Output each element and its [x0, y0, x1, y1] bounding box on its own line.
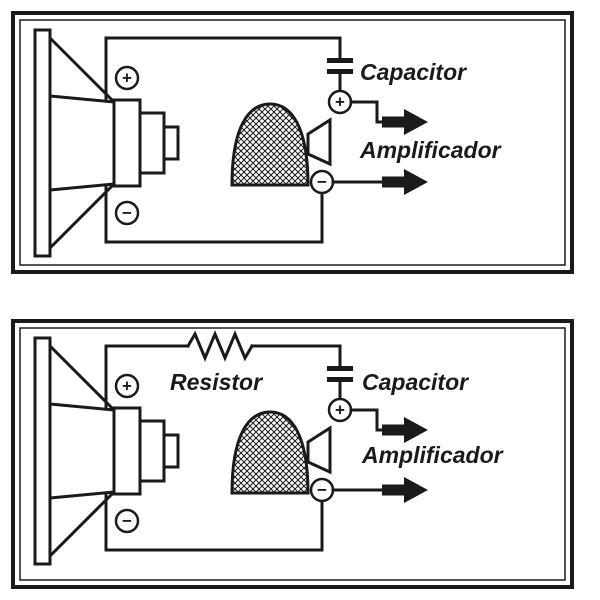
amplifier-arrow-negative-icon	[382, 477, 428, 503]
woofer-magnet-outer	[112, 98, 142, 188]
plus-sign: +	[335, 401, 345, 420]
panel-border-outer	[11, 319, 574, 589]
resistor-label: Resistor	[170, 369, 263, 395]
capacitor-label: Capacitor	[362, 369, 469, 395]
woofer-minus-terminal: −	[114, 200, 140, 226]
woofer-plus-terminal: +	[114, 65, 140, 91]
amplifier-wire-positive	[349, 100, 384, 124]
panel-border-inner	[19, 19, 566, 266]
signal-wire-bottom	[104, 492, 324, 552]
plus-sign: +	[335, 93, 345, 112]
capacitor-plate-bottom	[327, 377, 353, 382]
minus-sign: −	[317, 481, 327, 500]
woofer-icon	[33, 28, 180, 258]
woofer-cone-lower	[48, 182, 119, 252]
tweeter-icon	[230, 410, 332, 495]
tweeter-dome	[230, 410, 310, 495]
tweeter-minus-terminal: −	[309, 169, 335, 195]
tweeter-body	[306, 117, 332, 167]
woofer-icon	[33, 336, 180, 566]
amplifier-wire-positive	[349, 408, 384, 432]
crossover-diagram-without-resistor: + − +	[10, 10, 575, 275]
resistor-symbol	[185, 330, 255, 362]
minus-sign: −	[122, 512, 132, 531]
tweeter-minus-terminal: −	[309, 477, 335, 503]
woofer-cone-upper	[48, 342, 119, 412]
capacitor-plate-bottom	[327, 69, 353, 74]
woofer-cone-upper	[48, 34, 119, 104]
panel-border-outer	[11, 11, 574, 274]
plus-terminal-circle	[114, 65, 140, 91]
plus-sign: +	[122, 69, 132, 88]
woofer-magnet-mid	[138, 111, 166, 175]
woofer-frame	[33, 336, 52, 566]
plus-terminal-circle	[114, 373, 140, 399]
woofer-frame	[33, 28, 52, 258]
amplifier-arrow-positive-icon	[382, 417, 428, 443]
capacitor-symbol	[327, 58, 353, 93]
woofer-cone-lower	[48, 490, 119, 560]
plus-sign: +	[122, 377, 132, 396]
signal-wire-top-right	[250, 344, 342, 368]
minus-terminal-circle	[114, 508, 140, 534]
amplifier-arrow-positive-icon	[382, 109, 428, 135]
tweeter-plus-terminal: +	[327, 397, 353, 423]
capacitor-plate-top	[327, 58, 353, 63]
woofer-magnet-outer	[112, 406, 142, 496]
minus-sign: −	[122, 204, 132, 223]
circuit-svg-bottom: + − +	[11, 319, 574, 589]
tweeter-body	[306, 425, 332, 475]
capacitor-symbol	[327, 366, 353, 401]
woofer-plus-terminal: +	[114, 373, 140, 399]
capacitor-label: Capacitor	[360, 59, 467, 85]
minus-sign: −	[317, 173, 327, 192]
signal-wire-top	[104, 36, 342, 102]
crossover-diagram-with-resistor: + − +	[10, 318, 575, 590]
woofer-magnet-mid	[138, 419, 166, 483]
woofer-minus-terminal: −	[114, 508, 140, 534]
amplifier-label: Amplificador	[359, 137, 502, 163]
signal-wire-bottom	[104, 184, 324, 244]
woofer-magnet-core	[162, 125, 180, 161]
signal-wire-top-left	[104, 344, 190, 410]
woofer-magnet-core	[162, 433, 180, 469]
minus-terminal-circle	[114, 200, 140, 226]
circuit-svg-top: + − +	[11, 11, 574, 274]
tweeter-plus-terminal: +	[327, 89, 353, 115]
panel-border-inner	[19, 327, 566, 581]
tweeter-dome	[230, 102, 310, 187]
capacitor-plate-top	[327, 366, 353, 371]
amplifier-arrow-negative-icon	[382, 169, 428, 195]
amplifier-label: Amplificador	[361, 442, 504, 468]
tweeter-icon	[230, 102, 332, 187]
